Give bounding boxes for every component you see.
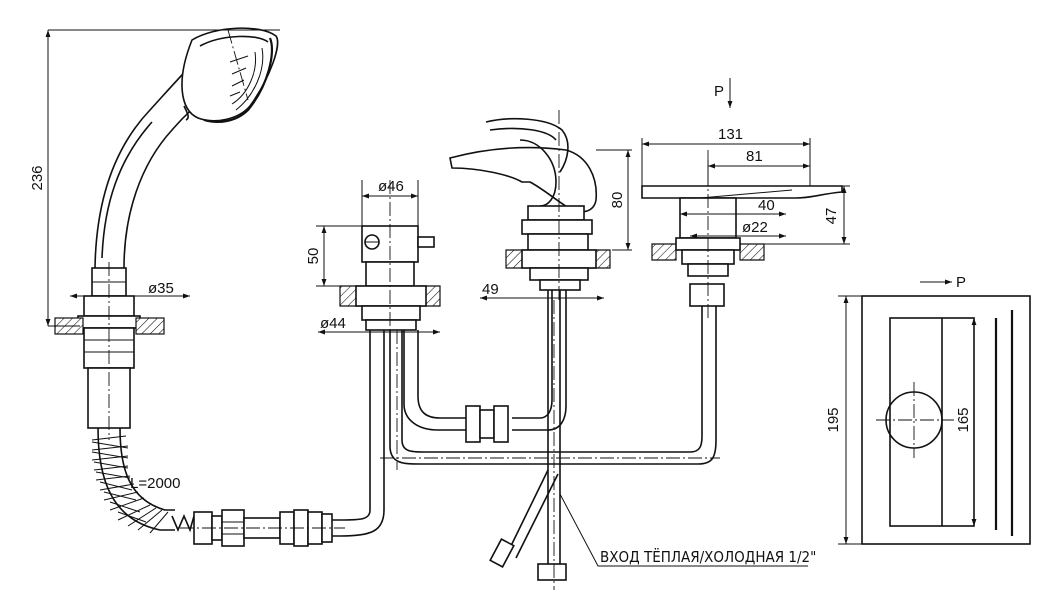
dim-spout-body: 40 xyxy=(758,197,775,214)
hose-fittings xyxy=(180,509,345,547)
dim-diverter-width: ø46 xyxy=(378,178,404,195)
dim-diverter-base: ø44 xyxy=(320,315,346,332)
shower-hose xyxy=(91,427,195,534)
mixer xyxy=(449,110,611,300)
dimension-lines xyxy=(45,29,977,545)
diverter xyxy=(339,180,441,340)
dim-plate-height: 195 xyxy=(825,407,842,432)
pressure-label-side: P xyxy=(956,274,966,291)
dim-spout-reach: 81 xyxy=(746,148,763,165)
dim-hose-length: L=2000 xyxy=(130,475,180,492)
piping xyxy=(332,290,808,590)
dim-236: 236 xyxy=(29,165,46,190)
dimension-labels: 236 ø35 L=2000 ø46 50 ø44 80 49 131 81 4… xyxy=(29,83,972,566)
dim-diverter-height: 50 xyxy=(305,248,322,265)
dim-plate-inner: 165 xyxy=(955,407,972,432)
hand-shower xyxy=(54,27,279,440)
dim-spout-length: 131 xyxy=(718,126,743,143)
dim-mixer-height: 80 xyxy=(609,192,626,209)
pressure-label-top: P xyxy=(714,83,724,100)
dim-spout-dia: ø22 xyxy=(742,219,768,236)
dim-shower-dia: ø35 xyxy=(148,280,174,297)
dim-mixer-offset: 49 xyxy=(482,281,499,298)
inlet-note: ВХОД ТЁПЛАЯ/ХОЛОДНАЯ 1/2" xyxy=(600,547,816,566)
base-plate xyxy=(861,295,1031,545)
dim-spout-height: 47 xyxy=(823,208,840,225)
